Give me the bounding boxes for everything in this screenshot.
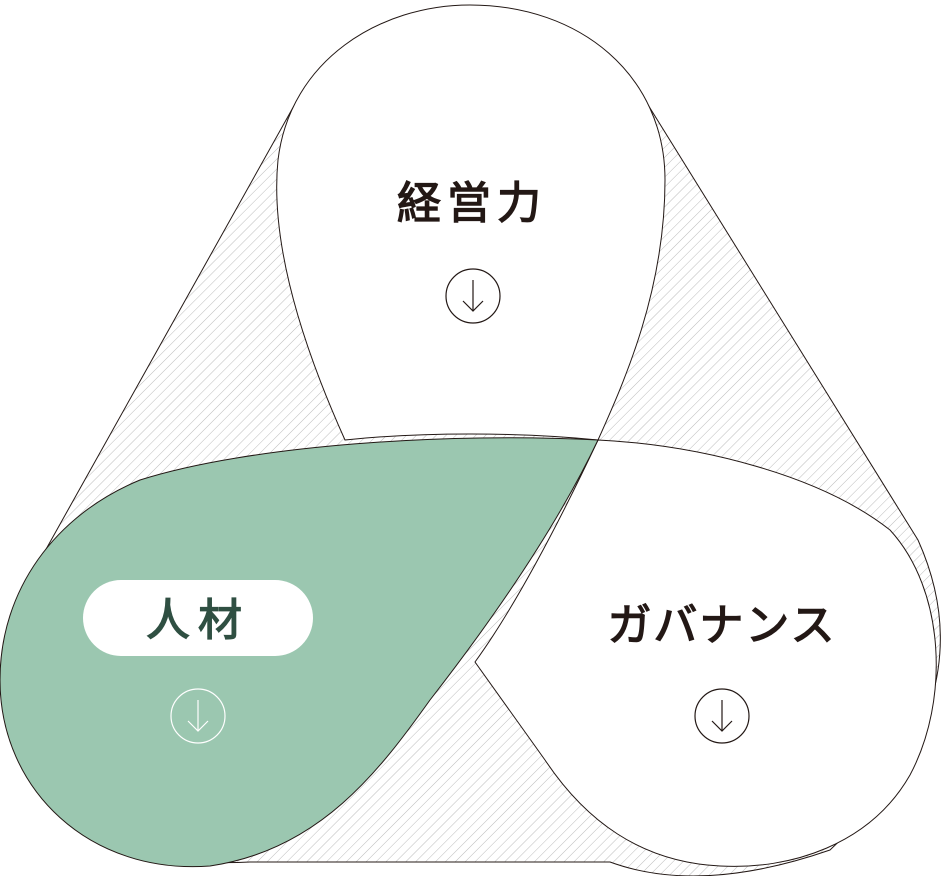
segment-governance[interactable]: ガバナンス <box>474 439 937 867</box>
governance-arrow-down-circle-icon[interactable] <box>694 688 750 744</box>
governance-label: ガバナンス <box>607 600 836 651</box>
segment-human-resources[interactable]: 人材 <box>0 437 599 868</box>
human-resources-arrow-down-circle-icon[interactable] <box>170 688 226 744</box>
segment-management[interactable]: 経営力 <box>276 4 666 441</box>
governance-shape <box>474 439 937 867</box>
management-label: 経営力 <box>397 178 547 229</box>
human-resources-label-pill <box>83 580 313 656</box>
human-resources-shape <box>0 437 599 868</box>
management-arrow-down-circle-icon[interactable] <box>445 268 501 324</box>
human-resources-label: 人材 <box>146 595 250 646</box>
